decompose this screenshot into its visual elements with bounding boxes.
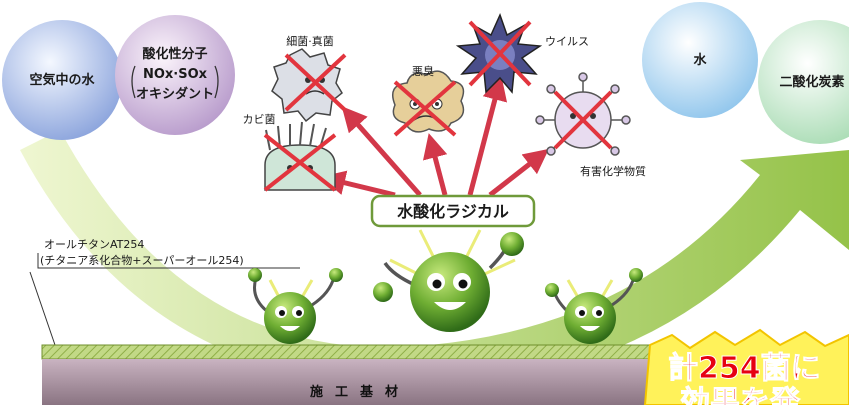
product-pointer-line (29, 271, 56, 346)
callout-burst (643, 328, 849, 405)
reaction-flow-arrow (20, 130, 849, 386)
radical-box (370, 194, 536, 228)
callout-line-2: 効果を発 (680, 385, 801, 405)
virus-label: ウイルス (545, 35, 589, 48)
odor-cross-icon (393, 80, 457, 137)
virus-cross-icon (468, 20, 532, 87)
water-label: 水 (693, 52, 707, 68)
coating-layer (41, 344, 683, 360)
odor-target (392, 70, 465, 137)
bacteria-target (271, 48, 347, 123)
oxides-label-3: オキシダント (136, 86, 214, 102)
product-leader-line (37, 253, 300, 269)
chemicals-target (535, 72, 631, 156)
odor-label: 悪臭 (412, 64, 434, 78)
water-circle (642, 2, 758, 118)
callout-line-1: 計254菌に (668, 351, 821, 386)
virus-target (455, 12, 543, 94)
bracket-right (214, 65, 219, 99)
radical-label: 水酸化ラジカル (397, 202, 509, 221)
catalyst-character-center (373, 232, 524, 332)
chemicals-label: 有害化学物質 (580, 164, 646, 178)
bacteria-label: 細菌·真菌 (286, 34, 334, 48)
co2-label: 二酸化炭素 (779, 74, 844, 90)
oxides-label-2: NOx·SOx (143, 67, 208, 82)
mold-target (263, 121, 337, 192)
air-water-label: 空気中の水 (29, 72, 95, 88)
bracket-left (131, 65, 136, 99)
co2-circle (758, 20, 849, 144)
catalyst-character-left (248, 268, 343, 344)
arrow-to-odor (423, 133, 448, 196)
product-detail: (チタニア系化合物+スーパーオール254) (40, 253, 244, 267)
arrow-to-chemicals (488, 148, 549, 197)
base-label: 施工基材 (310, 384, 410, 400)
oxidizing-molecules-circle (115, 15, 235, 135)
radical-arrows (320, 75, 549, 198)
air-water-circle (2, 20, 122, 140)
arrow-to-mold (320, 170, 396, 198)
substrate (42, 359, 682, 405)
mold-label: カビ菌 (243, 113, 276, 126)
oxides-label-1: 酸化性分子 (142, 46, 207, 62)
catalyst-character-right (545, 268, 643, 344)
mold-cross-icon (263, 133, 337, 192)
product-name: オールチタンAT254 (44, 238, 144, 251)
bacteria-cross-icon (284, 53, 347, 112)
arrow-to-bacteria (341, 106, 422, 197)
chemicals-cross-icon (553, 90, 613, 150)
arrow-to-virus (467, 75, 508, 196)
